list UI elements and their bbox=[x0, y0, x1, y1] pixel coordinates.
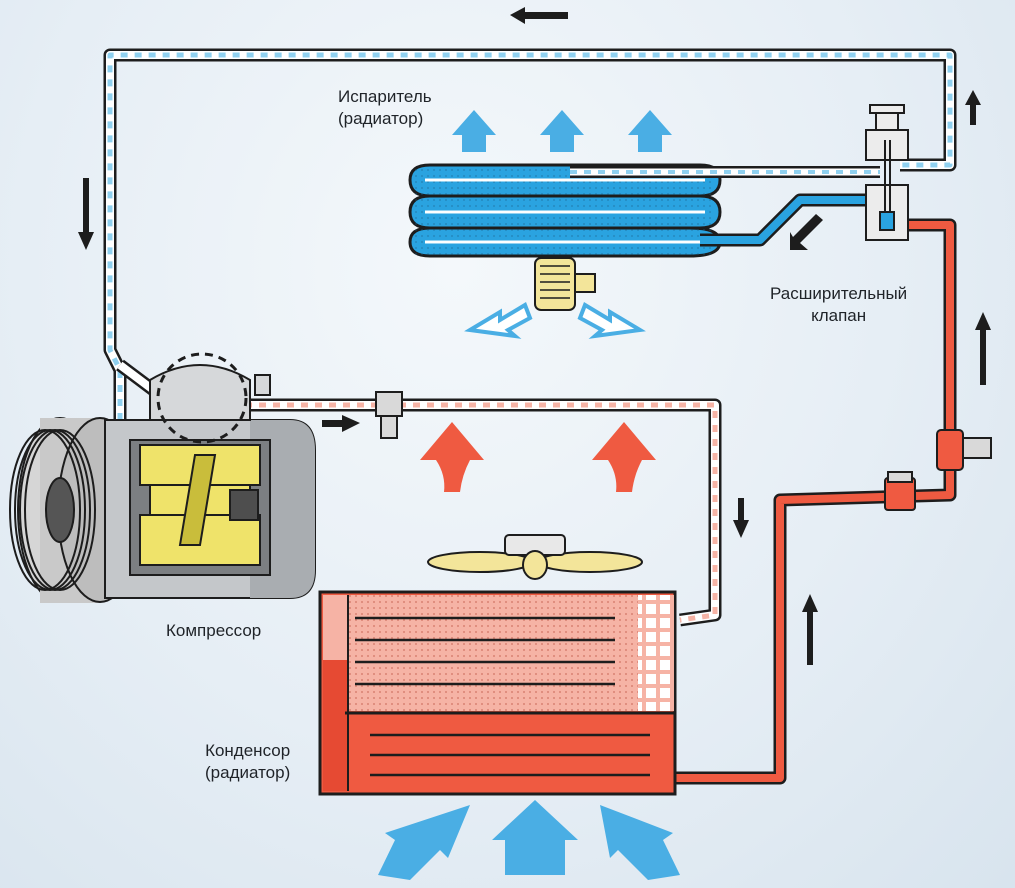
condenser bbox=[318, 590, 677, 796]
expansion-valve bbox=[865, 104, 909, 241]
expansion-valve-label: Расширительный клапан bbox=[770, 284, 908, 325]
evaporator-blower bbox=[534, 257, 596, 311]
liquid-line bbox=[675, 218, 992, 785]
compressor-label: Компрессор bbox=[166, 621, 262, 640]
evaporator-air-out-arrows bbox=[452, 110, 672, 152]
compressor bbox=[9, 352, 316, 603]
discharge-line bbox=[245, 391, 722, 627]
condenser-label: Конденсор (радиатор) bbox=[205, 741, 291, 782]
condenser-air-in-arrows bbox=[378, 800, 680, 880]
evaporator bbox=[408, 163, 880, 258]
flow-direction-arrows bbox=[78, 7, 991, 665]
condenser-hot-air-arrows bbox=[420, 422, 656, 492]
evaporator-label: Испаритель (радиатор) bbox=[338, 87, 432, 128]
condenser-fan bbox=[427, 534, 643, 580]
evaporator-air-in-arrows bbox=[464, 302, 646, 339]
